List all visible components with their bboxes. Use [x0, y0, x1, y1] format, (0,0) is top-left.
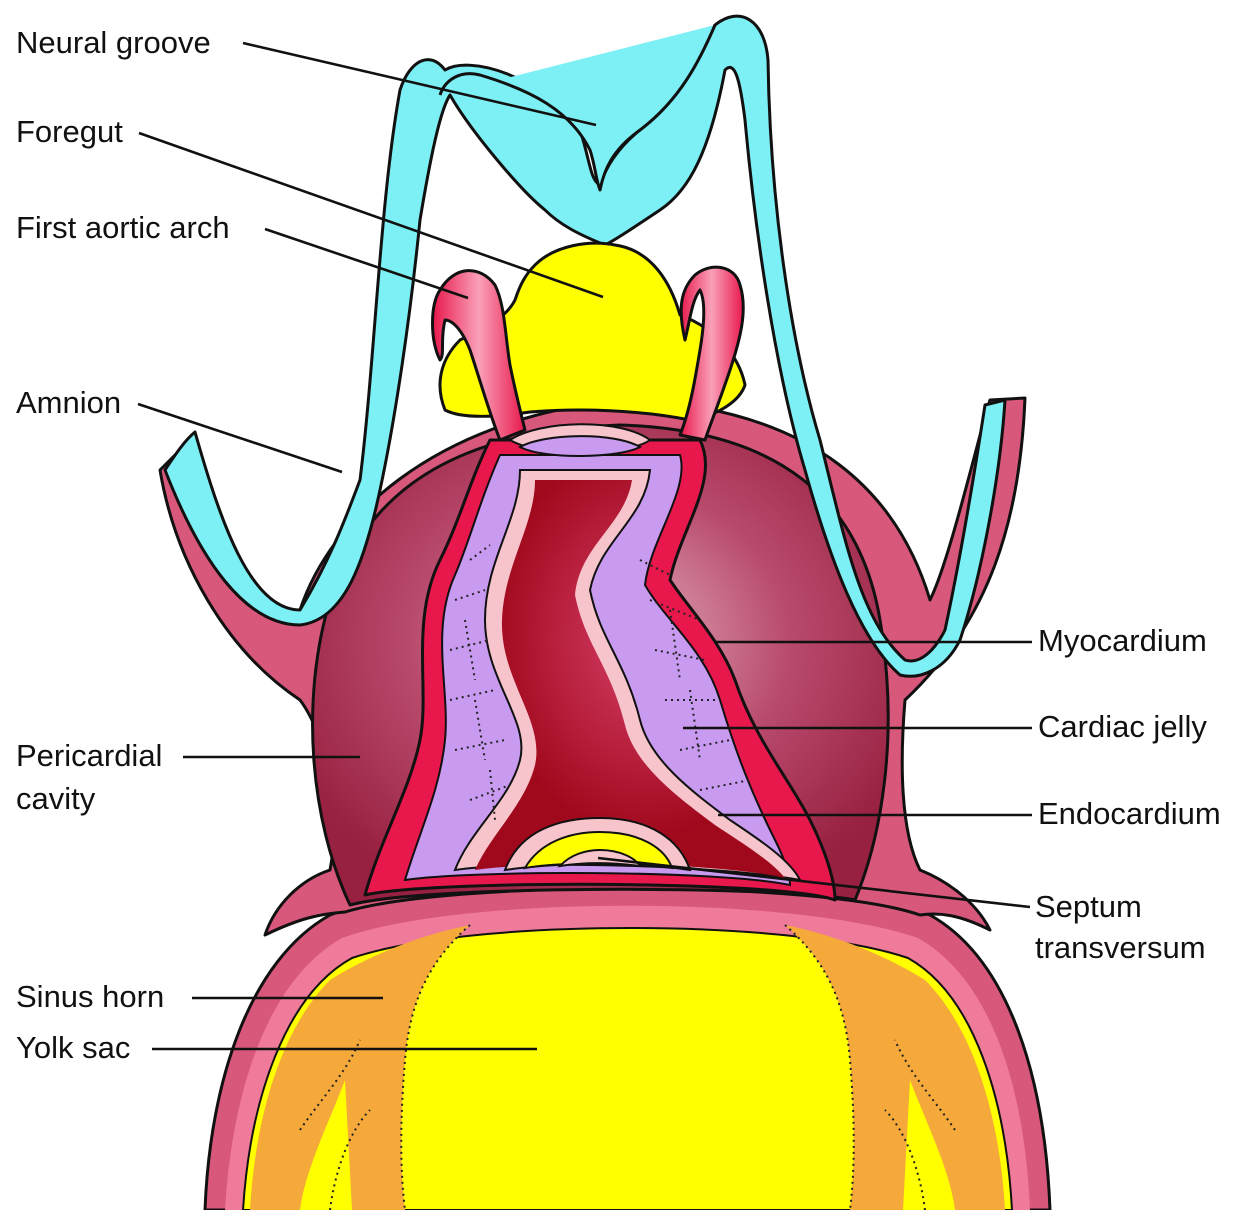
- label-cardiac-jelly: Cardiac jelly: [1038, 708, 1207, 746]
- yolk-sac: [205, 881, 1050, 1210]
- label-septum-transversum-line2: transversum: [1035, 929, 1206, 967]
- label-septum-transversum-line1: Septum: [1035, 888, 1142, 926]
- label-amnion: Amnion: [16, 384, 121, 422]
- label-pericardial-cavity-line2: cavity: [16, 780, 95, 818]
- label-yolk-sac: Yolk sac: [16, 1029, 130, 1067]
- label-foregut: Foregut: [16, 113, 123, 151]
- label-first-aortic-arch: First aortic arch: [16, 209, 230, 247]
- label-myocardium: Myocardium: [1038, 622, 1207, 660]
- label-endocardium: Endocardium: [1038, 795, 1221, 833]
- label-pericardial-cavity-line1: Pericardial: [16, 737, 162, 775]
- label-sinus-horn: Sinus horn: [16, 978, 164, 1016]
- label-neural-groove: Neural groove: [16, 24, 211, 62]
